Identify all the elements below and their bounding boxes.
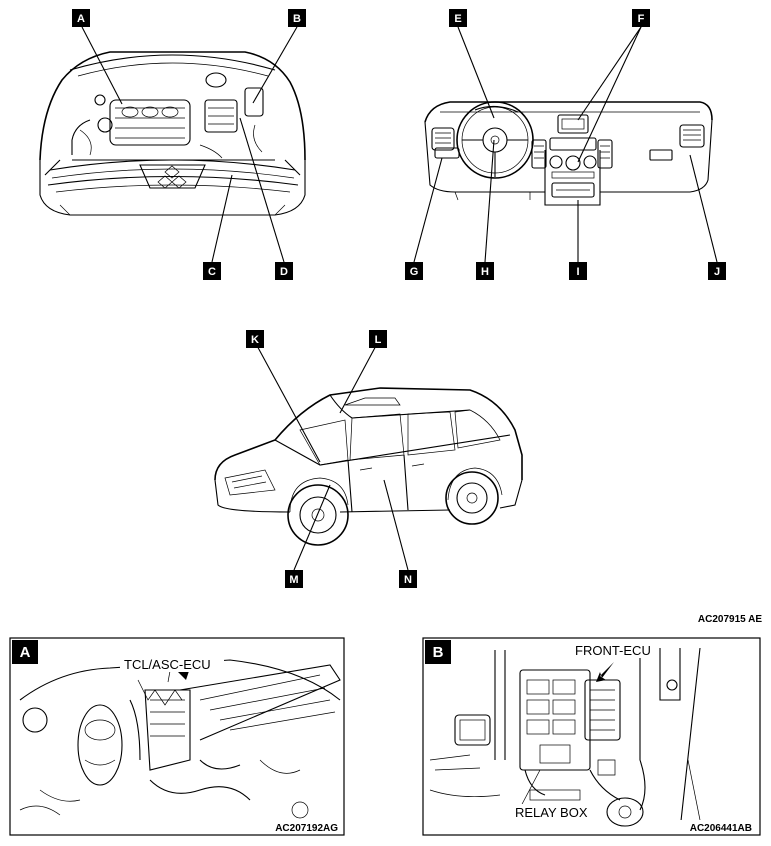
label-L: L (369, 330, 387, 348)
detail-b-callout-bottom: RELAY BOX (515, 805, 588, 820)
detail-a-code-bg (236, 820, 340, 833)
detail-a-callout: TCL/ASC-ECU (124, 657, 211, 672)
label-B-text: B (293, 13, 301, 25)
detail-a-illustration (19, 659, 341, 819)
detail-b-illustration (429, 647, 701, 831)
label-E-text: E (454, 13, 461, 25)
detail-b-tag: B (425, 640, 451, 664)
leader-lines (81, 26, 718, 821)
label-D-text: D (280, 266, 288, 278)
label-B: B (288, 9, 306, 27)
label-N-text: N (404, 574, 412, 586)
detail-b-callout-top-bg (572, 642, 658, 658)
label-J-text: J (714, 266, 720, 278)
label-I-text: I (576, 266, 579, 278)
detail-b-frame (422, 637, 761, 836)
detail-b-code: AC206441AB (690, 823, 752, 834)
label-J: J (708, 262, 726, 280)
detail-a-code: AC207192AG (275, 823, 338, 834)
label-C-text: C (208, 266, 216, 278)
label-L-text: L (375, 334, 382, 346)
detail-b-callout-bottom-bg (513, 804, 593, 820)
label-K: K (246, 330, 264, 348)
label-G: G (405, 262, 423, 280)
label-E: E (449, 9, 467, 27)
label-F-text: F (638, 13, 645, 25)
label-C: C (203, 262, 221, 280)
detail-b-tag-text: B (433, 644, 444, 661)
label-F: F (632, 9, 650, 27)
engine-bay-illustration (39, 51, 306, 216)
label-A-text: A (77, 13, 85, 25)
figure-code: AC207915 AE (698, 614, 762, 625)
detail-a-tag-text: A (20, 644, 31, 661)
label-M-text: M (289, 574, 298, 586)
label-I: I (569, 262, 587, 280)
vehicle-illustration (214, 387, 523, 546)
detail-b-callout-top: FRONT-ECU (575, 643, 651, 658)
dashboard-illustration (424, 101, 713, 206)
label-H-text: H (481, 266, 489, 278)
detail-a-callout-bg (120, 656, 224, 672)
label-G-text: G (410, 266, 419, 278)
label-H: H (476, 262, 494, 280)
label-N: N (399, 570, 417, 588)
label-A: A (72, 9, 90, 27)
detail-a-tag: A (12, 640, 38, 664)
detail-b-code-bg (650, 820, 756, 833)
label-D: D (275, 262, 293, 280)
label-K-text: K (251, 334, 259, 346)
label-M: M (285, 570, 303, 588)
detail-a-frame (9, 637, 345, 836)
